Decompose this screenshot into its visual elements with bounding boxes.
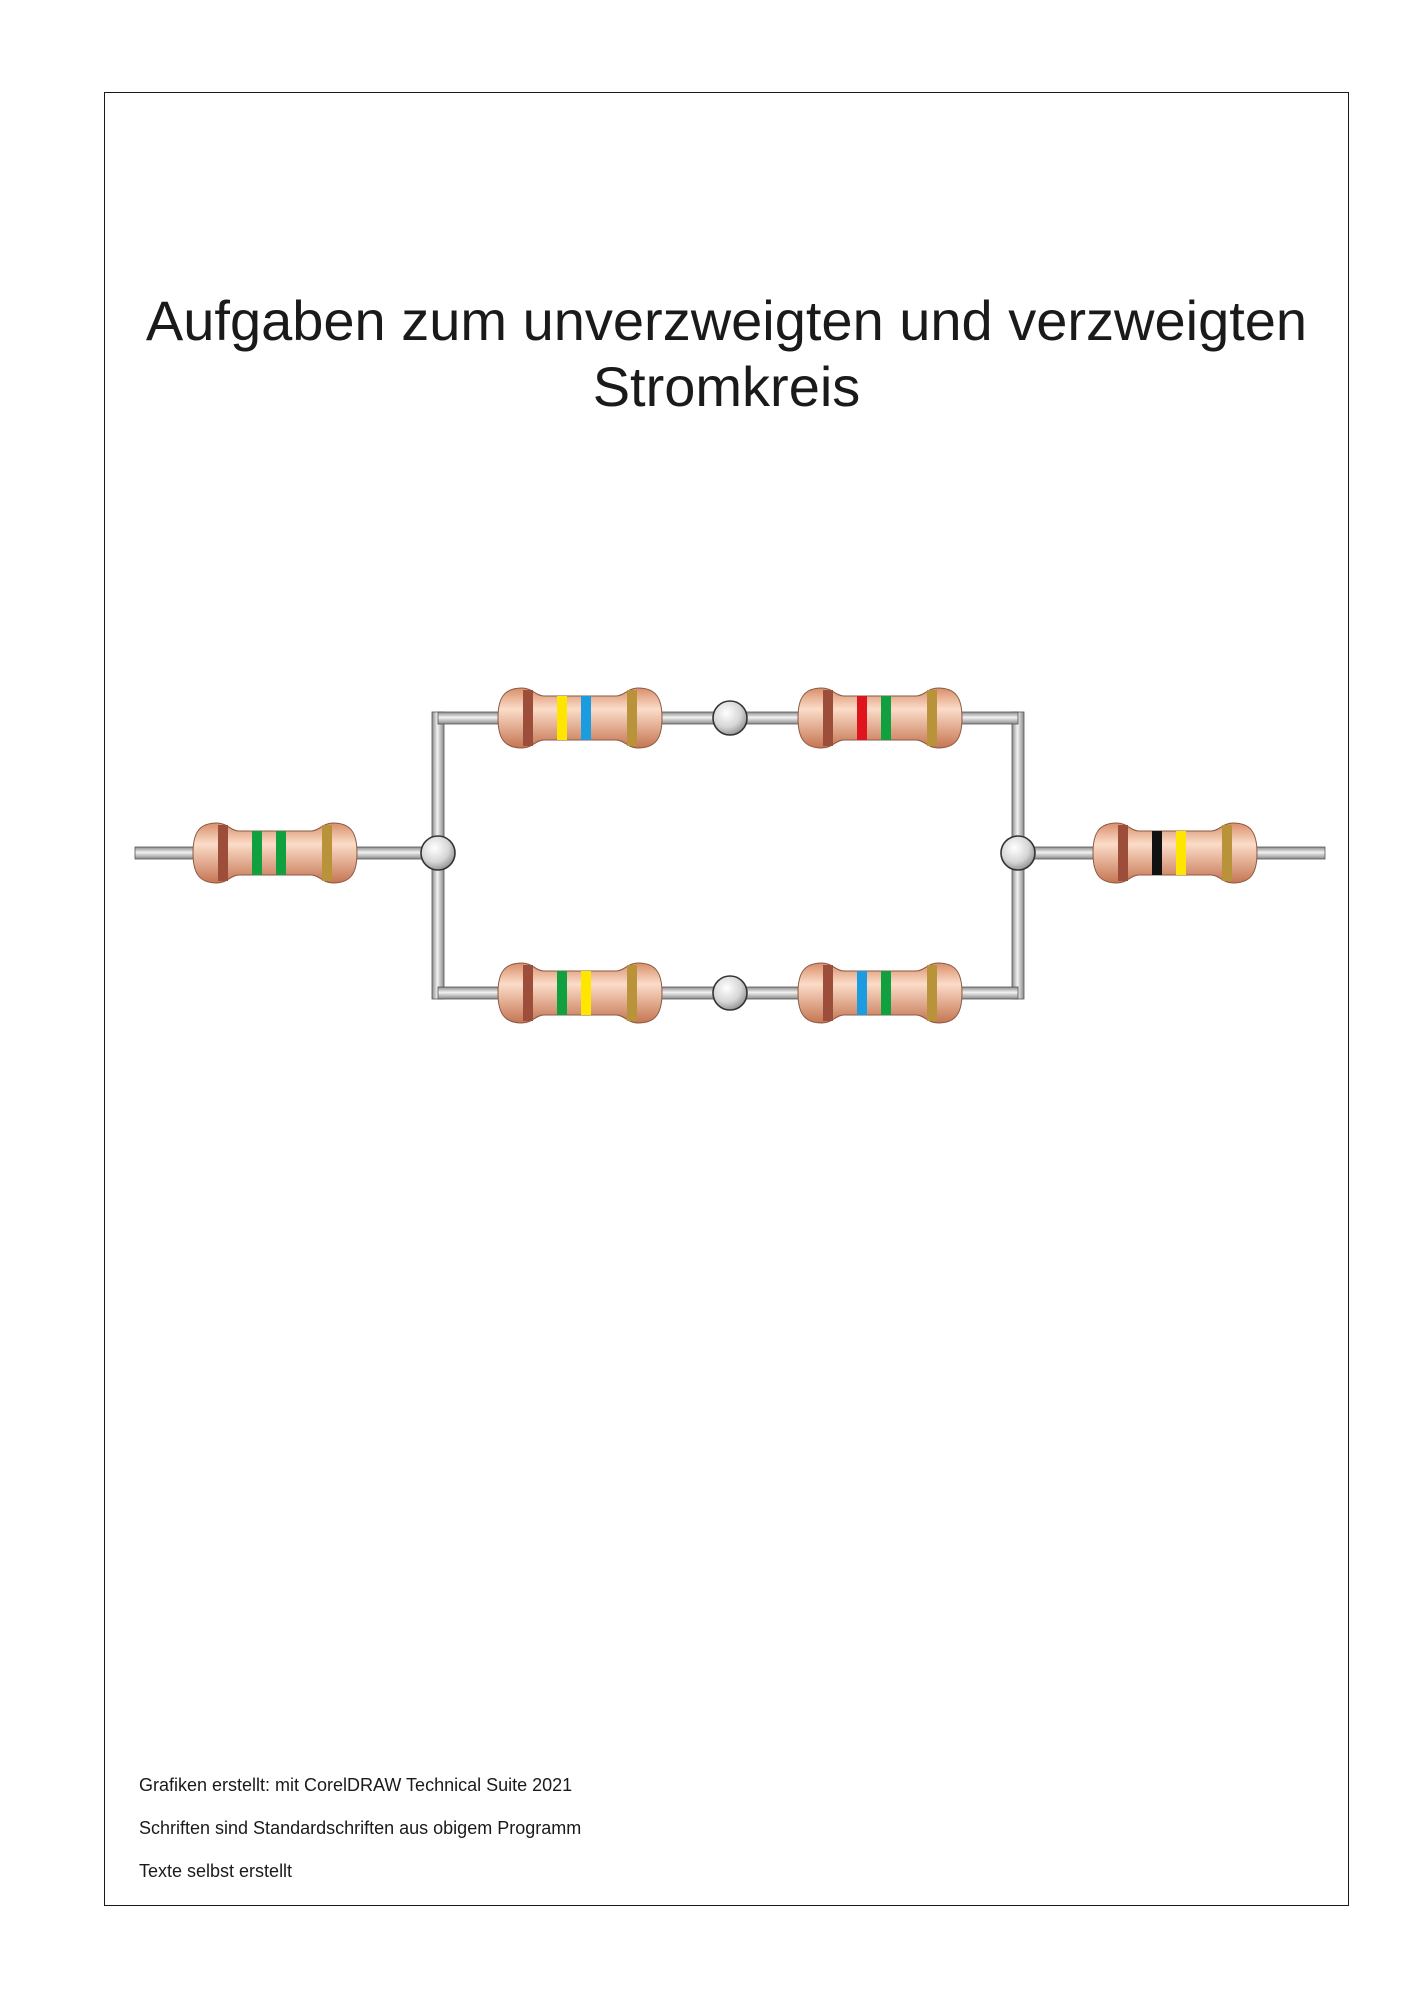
page-title: Aufgaben zum unverzweigten und verzweigt… <box>104 288 1349 420</box>
resistor-band-gold <box>927 965 937 1021</box>
resistor-band-brown <box>218 825 228 881</box>
resistor-band-green <box>557 971 567 1015</box>
credit-line-texts: Texte selbst erstellt <box>139 1861 293 1881</box>
resistor-r4 <box>497 962 663 1024</box>
resistor-band-green <box>252 831 262 875</box>
resistor-body <box>192 822 358 884</box>
page-frame <box>104 92 1349 1906</box>
resistor-r1 <box>192 822 358 884</box>
credits: Grafiken erstellt: mit CorelDRAW Technic… <box>139 1774 581 1903</box>
resistor-band-yellow <box>557 696 567 740</box>
resistor-band-black <box>1152 831 1162 875</box>
junction-node <box>712 700 748 736</box>
resistor-band-brown <box>823 965 833 1021</box>
resistor-band-brown <box>823 690 833 746</box>
junction-nodes <box>420 700 1036 1011</box>
junction-node <box>1000 835 1036 871</box>
resistor-band-red <box>857 696 867 740</box>
resistor-body <box>797 962 963 1024</box>
resistor-r5 <box>797 962 963 1024</box>
resistor-band-yellow <box>1176 831 1186 875</box>
credit-line-fonts: Schriften sind Standardschriften aus obi… <box>139 1818 582 1838</box>
resistor-body <box>497 687 663 749</box>
resistor-band-gold <box>627 690 637 746</box>
credit-line-graphics: Grafiken erstellt: mit CorelDRAW Technic… <box>139 1775 573 1795</box>
resistor-band-green <box>881 971 891 1015</box>
resistor-body <box>497 962 663 1024</box>
circuit-diagram <box>134 687 1326 1024</box>
resistors <box>192 687 1258 1024</box>
resistor-r3 <box>797 687 963 749</box>
resistor-band-yellow <box>581 971 591 1015</box>
resistor-band-gold <box>322 825 332 881</box>
resistor-r6 <box>1092 822 1258 884</box>
resistor-body <box>1092 822 1258 884</box>
junction-node <box>420 835 456 871</box>
resistor-band-brown <box>1118 825 1128 881</box>
resistor-band-green <box>276 831 286 875</box>
resistor-band-blue <box>857 971 867 1015</box>
title-line-1: Aufgaben zum unverzweigten und verzweigt… <box>145 289 1308 352</box>
resistor-band-brown <box>523 965 533 1021</box>
resistor-band-blue <box>581 696 591 740</box>
junction-node <box>712 975 748 1011</box>
resistor-band-gold <box>627 965 637 1021</box>
resistor-band-brown <box>523 690 533 746</box>
resistor-r2 <box>497 687 663 749</box>
resistor-band-gold <box>1222 825 1232 881</box>
resistor-band-gold <box>927 690 937 746</box>
title-line-2: Stromkreis <box>592 355 861 418</box>
resistor-band-green <box>881 696 891 740</box>
resistor-body <box>797 687 963 749</box>
